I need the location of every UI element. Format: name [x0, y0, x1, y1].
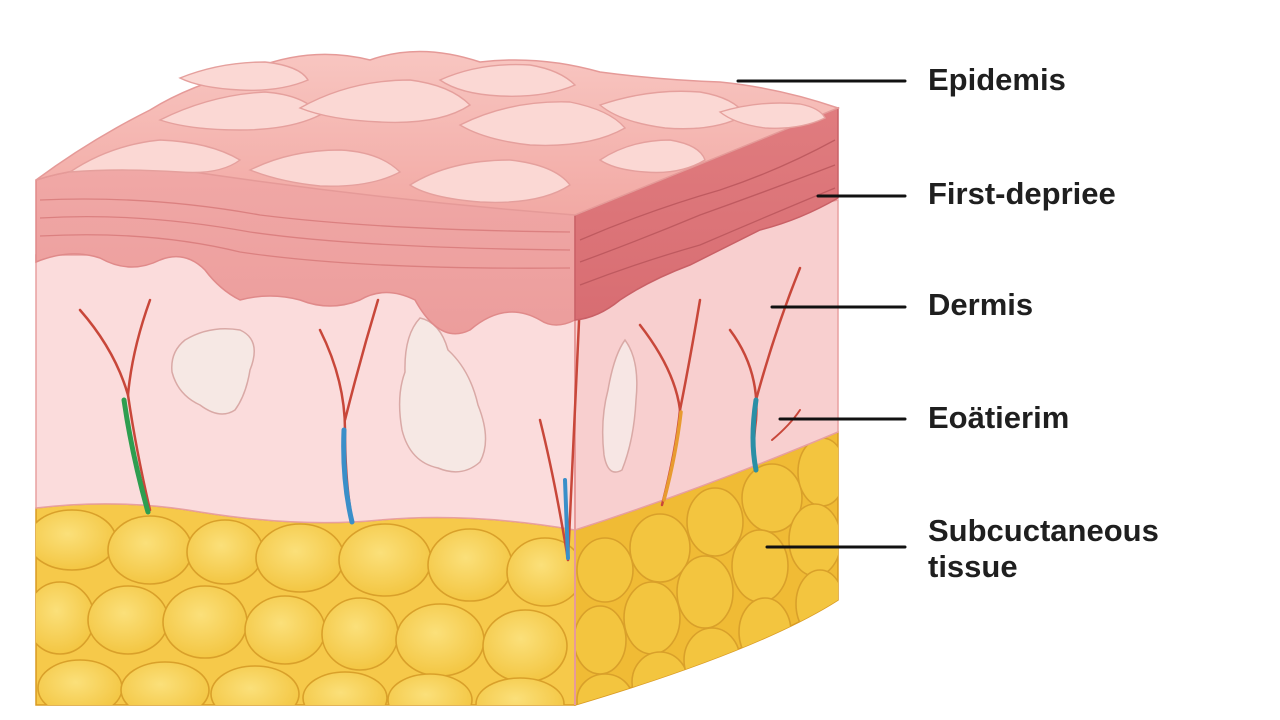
skin-surface — [35, 50, 841, 216]
epidermis-layer — [35, 106, 839, 335]
blood-vessels — [78, 266, 802, 562]
label-dermis: Dermis — [928, 287, 1034, 322]
fat-layer — [35, 430, 839, 707]
gland-structures — [171, 317, 638, 473]
label-subcutaneous-line1: Subcuctaneous — [928, 513, 1159, 548]
label-eccrine: Eoätierim — [928, 400, 1070, 435]
label-subcutaneous: Subcuctaneous tissue — [928, 513, 1159, 585]
label-subcutaneous-line2: tissue — [928, 549, 1018, 584]
label-first-degree: First-depriee — [928, 176, 1116, 211]
leader-lines — [736, 79, 907, 549]
label-epidermis: Epidemis — [928, 62, 1066, 97]
